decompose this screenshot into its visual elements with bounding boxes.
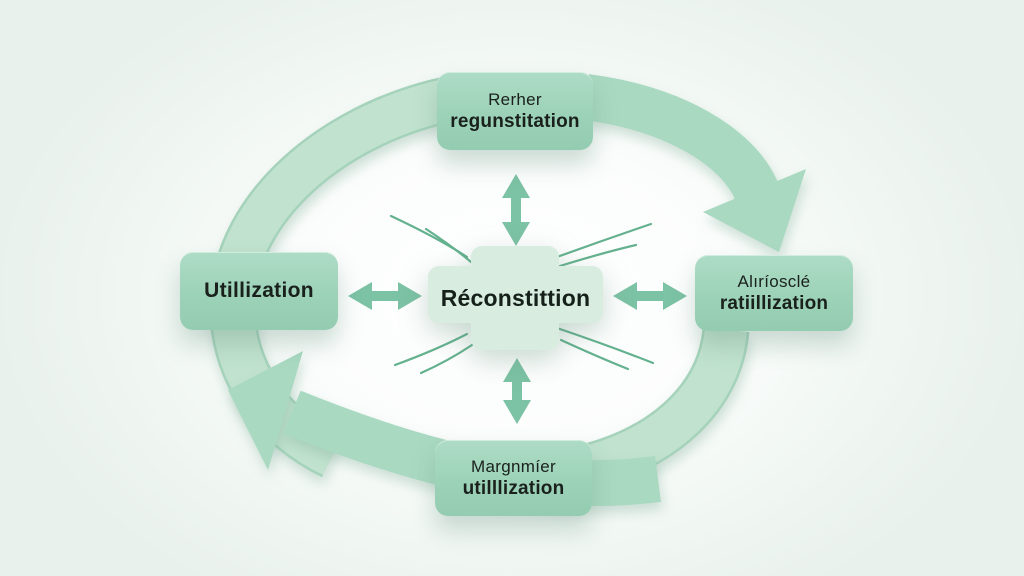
node-top-line1: Rerher	[488, 89, 542, 109]
node-right-line2: ratiillization	[719, 292, 829, 314]
node-right: Alıríosclé ratiillization	[695, 255, 853, 331]
double-arrow-center-top-icon	[502, 174, 530, 246]
node-top-line2: regunstitation	[450, 110, 580, 132]
node-bottom-line1: Margnmíer	[471, 456, 556, 476]
node-center-shape-horizontal	[428, 266, 603, 323]
center-accent-lines-icon	[389, 214, 655, 375]
node-top: Rerher regunstitation	[437, 72, 593, 150]
node-bottom: Margnmíer utilllization	[435, 440, 592, 516]
double-arrow-center-right-icon	[613, 282, 687, 310]
double-arrow-center-left-icon	[348, 282, 422, 310]
cycle-ring-right-segment-icon	[577, 327, 750, 491]
cycle-arrow-top-right-icon	[582, 74, 806, 252]
node-left: Utillization	[180, 252, 338, 330]
node-center-label: Réconstittion	[440, 284, 591, 311]
node-right-line1: Alıríosclé	[737, 271, 811, 291]
node-bottom-line2: utilllization	[462, 477, 565, 499]
node-left-label: Utillization	[204, 279, 314, 302]
node-center: Réconstittion	[428, 246, 603, 350]
double-arrow-center-bottom-icon	[503, 358, 531, 424]
